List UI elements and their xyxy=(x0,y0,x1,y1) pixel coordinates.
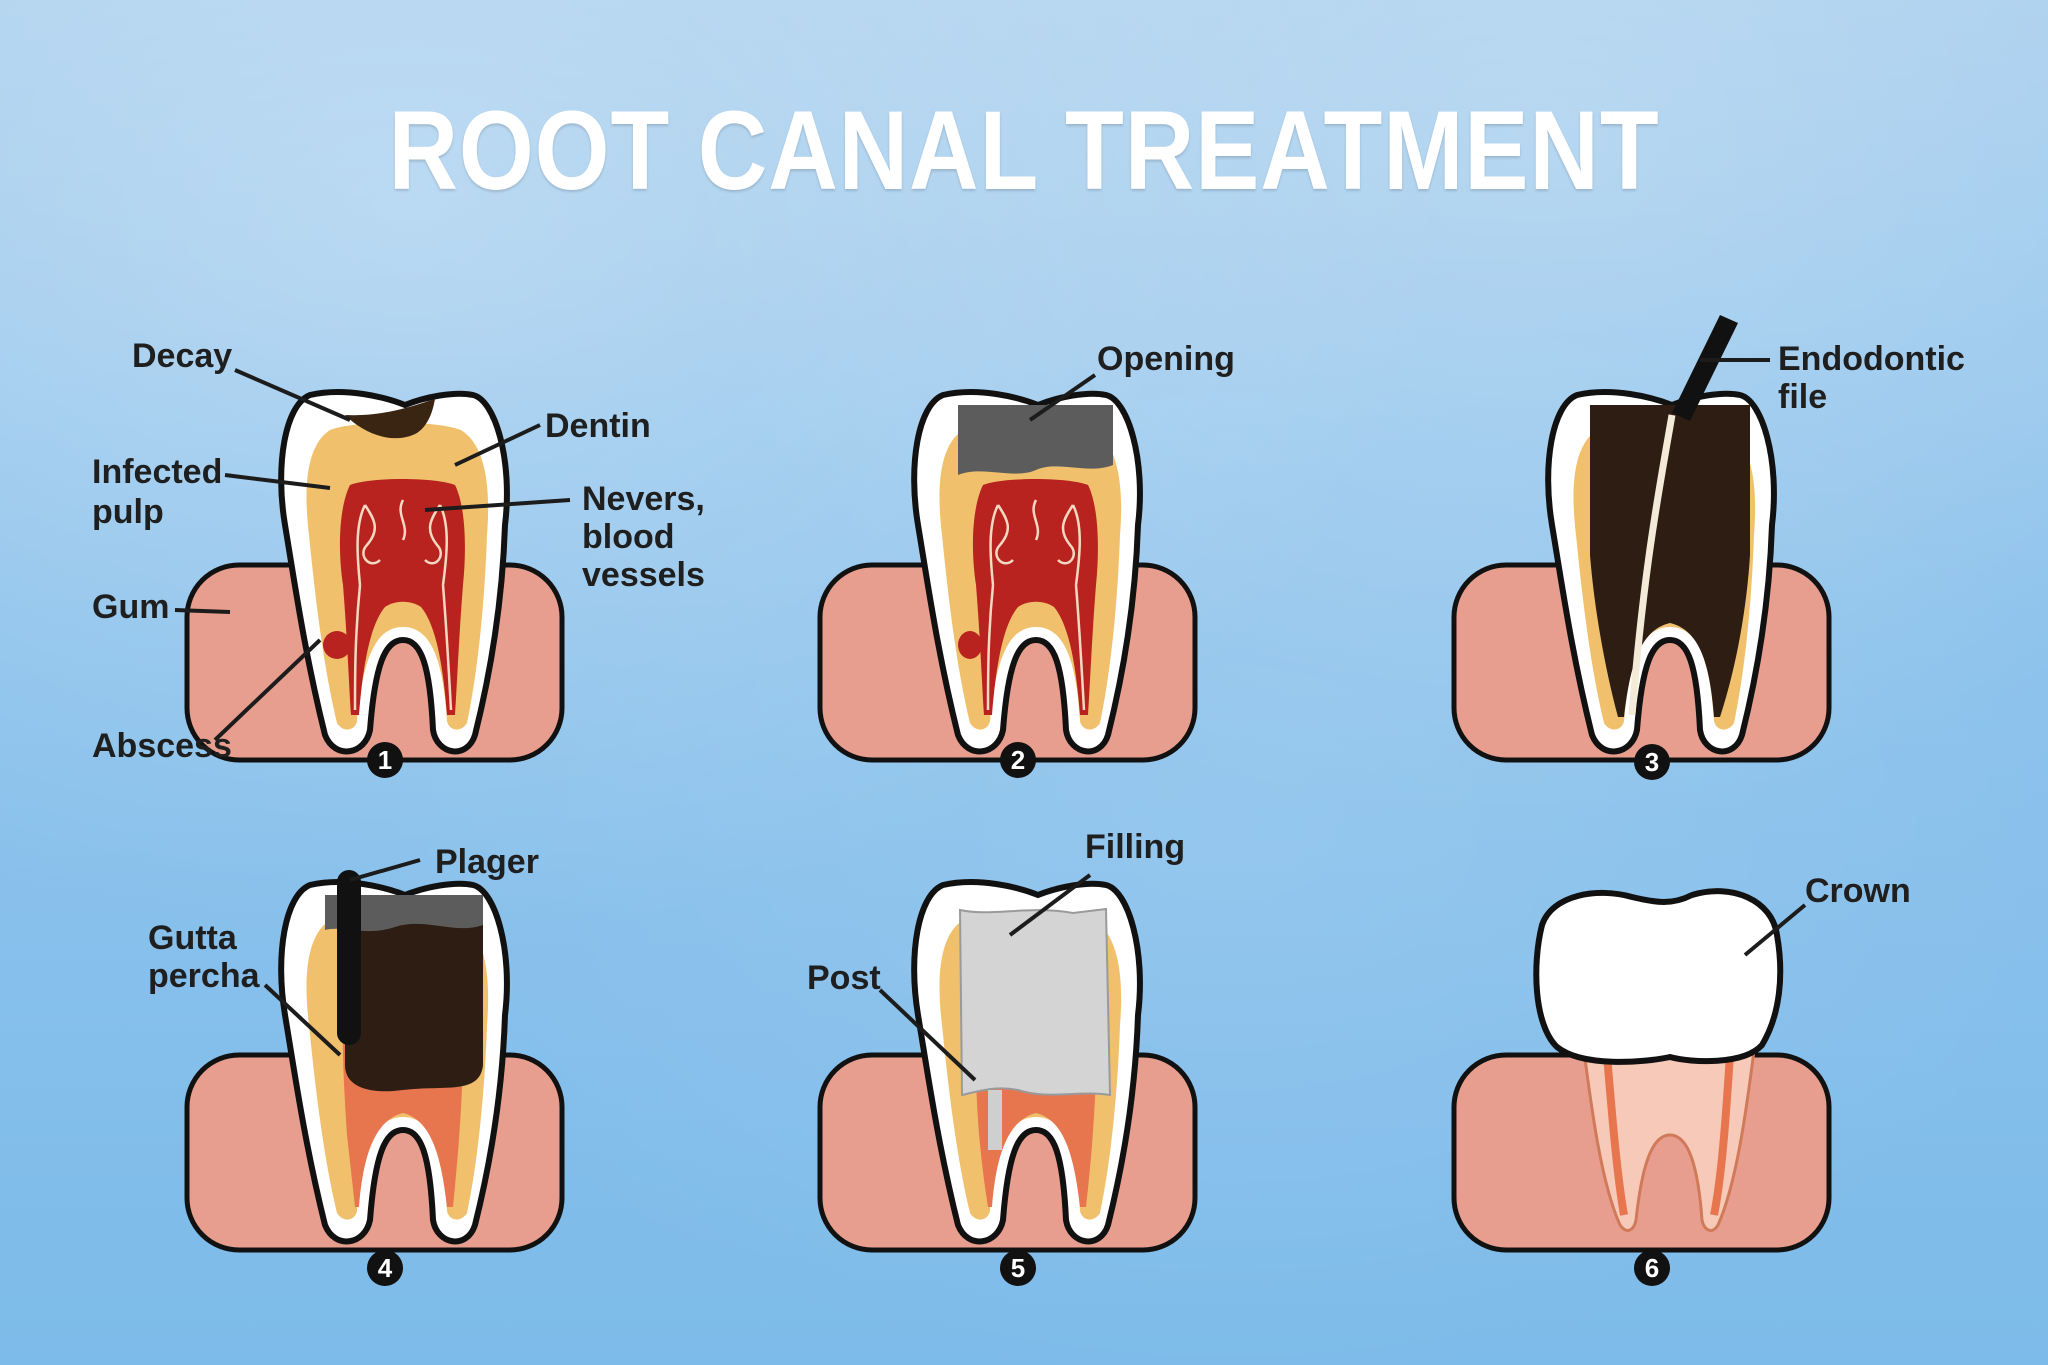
endodontic-file-handle xyxy=(1672,315,1738,421)
step-2-group xyxy=(820,392,1195,760)
svg-text:3: 3 xyxy=(1645,747,1659,777)
svg-text:6: 6 xyxy=(1645,1253,1659,1283)
label-gutta-1: Gutta xyxy=(148,919,238,957)
step-number-6: 6 xyxy=(1634,1250,1670,1286)
step-number-1: 1 xyxy=(367,742,403,778)
label-gutta-2: percha xyxy=(148,957,261,995)
svg-text:2: 2 xyxy=(1011,745,1025,775)
leader-gutta xyxy=(263,983,342,1057)
canal-fill xyxy=(345,895,483,1092)
label-nerves-2: blood xyxy=(582,518,675,556)
leader-crown xyxy=(1743,903,1807,957)
step-1-leaders xyxy=(174,368,571,742)
label-gum: Gum xyxy=(92,588,169,626)
plager-tool xyxy=(337,870,361,1045)
label-nerves-3: vessels xyxy=(582,556,705,594)
tooth-roots xyxy=(1580,1033,1758,1232)
cleaned-canal xyxy=(1590,405,1750,717)
abscess-spot xyxy=(958,631,982,659)
page-title: ROOT CANAL TREATMENT xyxy=(388,88,1660,213)
label-infected-pulp-1: Infected xyxy=(92,453,222,491)
step-6-group xyxy=(1454,888,1829,1250)
label-endodontic-1: Endodontic xyxy=(1778,340,1965,378)
label-crown: Crown xyxy=(1805,872,1911,910)
post xyxy=(988,1090,1002,1150)
label-plager: Plager xyxy=(435,843,539,881)
decay-cavity xyxy=(345,399,435,439)
crown-cap xyxy=(1533,888,1784,1065)
svg-text:5: 5 xyxy=(1011,1253,1025,1283)
label-filling: Filling xyxy=(1085,828,1185,866)
step-number-4: 4 xyxy=(367,1250,403,1286)
label-opening: Opening xyxy=(1097,340,1235,378)
label-decay: Decay xyxy=(132,337,232,375)
step-5-group xyxy=(820,882,1195,1250)
opening-cavity xyxy=(958,405,1113,475)
svg-text:4: 4 xyxy=(378,1253,393,1283)
step-number-3: 3 xyxy=(1634,744,1670,780)
step-1-group xyxy=(187,392,562,760)
label-nerves-1: Nevers, xyxy=(582,480,705,518)
leader-post xyxy=(878,988,977,1082)
svg-text:1: 1 xyxy=(378,745,392,775)
opening-cavity xyxy=(325,895,483,932)
leader-plager xyxy=(349,858,421,882)
leader-opening xyxy=(1028,373,1097,422)
endodontic-file-needle xyxy=(1628,414,1676,716)
label-post: Post xyxy=(807,959,881,997)
label-infected-pulp-2: pulp xyxy=(92,493,164,531)
abscess-spot xyxy=(323,631,351,659)
leader-filling xyxy=(1008,873,1092,937)
step-3-group xyxy=(1454,315,1829,760)
label-dentin: Dentin xyxy=(545,407,651,445)
step-number-5: 5 xyxy=(1000,1250,1036,1286)
root-canal-fill xyxy=(1603,1054,1734,1216)
step-4-group xyxy=(187,870,562,1250)
filling-material xyxy=(958,907,1112,1097)
label-abscess: Abscess xyxy=(92,727,232,765)
label-endodontic-2: file xyxy=(1778,378,1827,416)
step-number-2: 2 xyxy=(1000,742,1036,778)
